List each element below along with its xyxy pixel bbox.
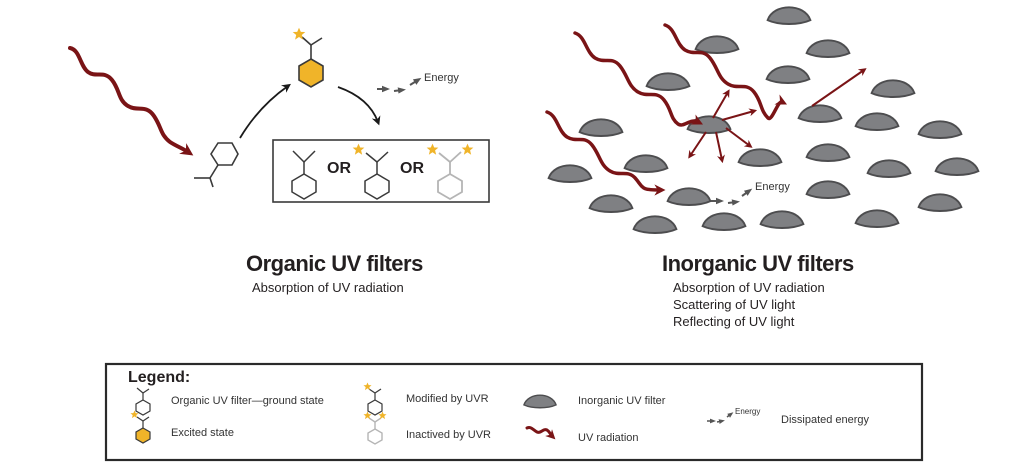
outcome-ground-molecule — [291, 150, 317, 200]
inorganic-particle — [737, 148, 783, 167]
legend-label: Excited state — [171, 427, 234, 439]
energy-label: Energy — [755, 181, 790, 193]
or-label: OR — [400, 160, 424, 177]
energy-label: Energy — [424, 72, 459, 84]
inorganic-particle — [934, 157, 980, 176]
excited-state-icon — [130, 410, 151, 444]
inorganic-particle — [854, 209, 900, 228]
dissipated-energy-arrows — [711, 188, 753, 206]
inorganic-particle — [805, 143, 851, 162]
inorganic-mechanism: Reflecting of UV light — [673, 314, 795, 329]
inorganic-particle — [578, 118, 624, 137]
or-label: OR — [327, 160, 351, 177]
uv-radiation-arrow — [663, 23, 788, 121]
inorganic-panel — [547, 6, 980, 234]
star-icon — [461, 143, 474, 155]
excitation-arrow — [239, 83, 291, 139]
inorganic-particle — [588, 194, 634, 213]
inorganic-mechanism: Scattering of UV light — [673, 297, 796, 312]
inorganic-particle — [623, 154, 669, 173]
outcome-arrow — [337, 86, 381, 126]
inorganic-particle — [766, 6, 812, 25]
legend-label: Dissipated energy — [781, 414, 870, 426]
inorganic-particle — [666, 187, 712, 206]
inorganic-particle — [805, 39, 851, 58]
uv-radiation-arrow — [545, 110, 666, 196]
modified-molecule-icon — [367, 388, 383, 416]
inorganic-particle — [759, 210, 805, 229]
ground-state-molecule — [194, 142, 239, 188]
legend-box — [104, 362, 924, 462]
inorganic-particle — [870, 79, 916, 98]
inorganic-particle — [547, 164, 593, 183]
inorganic-mechanism: Absorption of UV radiation — [673, 280, 825, 295]
dissipated-energy-icon-label: Energy — [735, 407, 760, 416]
inorganic-particle — [632, 215, 678, 234]
inorganic-particle — [694, 35, 740, 54]
legend-label: Inorganic UV filter — [578, 395, 666, 407]
inorganic-arrows: Energy — [545, 23, 867, 206]
dissipated-energy-arrows — [377, 77, 422, 94]
organic-panel: Energy OR OR Organic UV filters — [68, 27, 490, 295]
inorganic-particle — [866, 159, 912, 178]
inorganic-particle — [645, 72, 691, 91]
inorganic-particle — [917, 120, 963, 139]
inorganic-particle — [805, 180, 851, 199]
organic-title: Organic UV filters — [246, 251, 423, 276]
inorganic-particle — [917, 193, 963, 212]
star-icon — [426, 143, 439, 155]
uv-radiation-arrow — [68, 46, 194, 156]
inorganic-particle — [797, 104, 843, 123]
reflection-arrow — [811, 68, 867, 107]
inactivated-molecule-icon — [367, 417, 383, 445]
outcome-modified-molecule — [364, 151, 390, 200]
dissipated-energy-icon — [707, 412, 734, 424]
inorganic-particle — [765, 65, 811, 84]
legend-label: Inactived by UVR — [406, 429, 491, 441]
organic-ground-state-icon — [135, 387, 151, 416]
legend-label: UV radiation — [578, 432, 639, 444]
uv-radiation-icon — [525, 426, 556, 440]
uv-radiation-arrow — [573, 31, 704, 127]
legend: Legend: Organic UV filter—ground state E… — [104, 362, 924, 462]
scattering-arrows — [688, 89, 758, 164]
inorganic-particle — [854, 112, 900, 131]
outcomes-box — [272, 139, 490, 203]
outcome-inactivated-molecule — [437, 151, 463, 201]
inorganic-particle — [701, 212, 747, 231]
star-icon — [352, 143, 365, 155]
inorganic-title: Inorganic UV filters — [662, 251, 854, 276]
legend-label: Organic UV filter—ground state — [171, 395, 324, 407]
legend-title: Legend: — [128, 369, 190, 386]
legend-label: Modified by UVR — [406, 393, 489, 405]
organic-mechanism: Absorption of UV radiation — [252, 280, 404, 295]
excited-state-molecule — [292, 27, 324, 88]
